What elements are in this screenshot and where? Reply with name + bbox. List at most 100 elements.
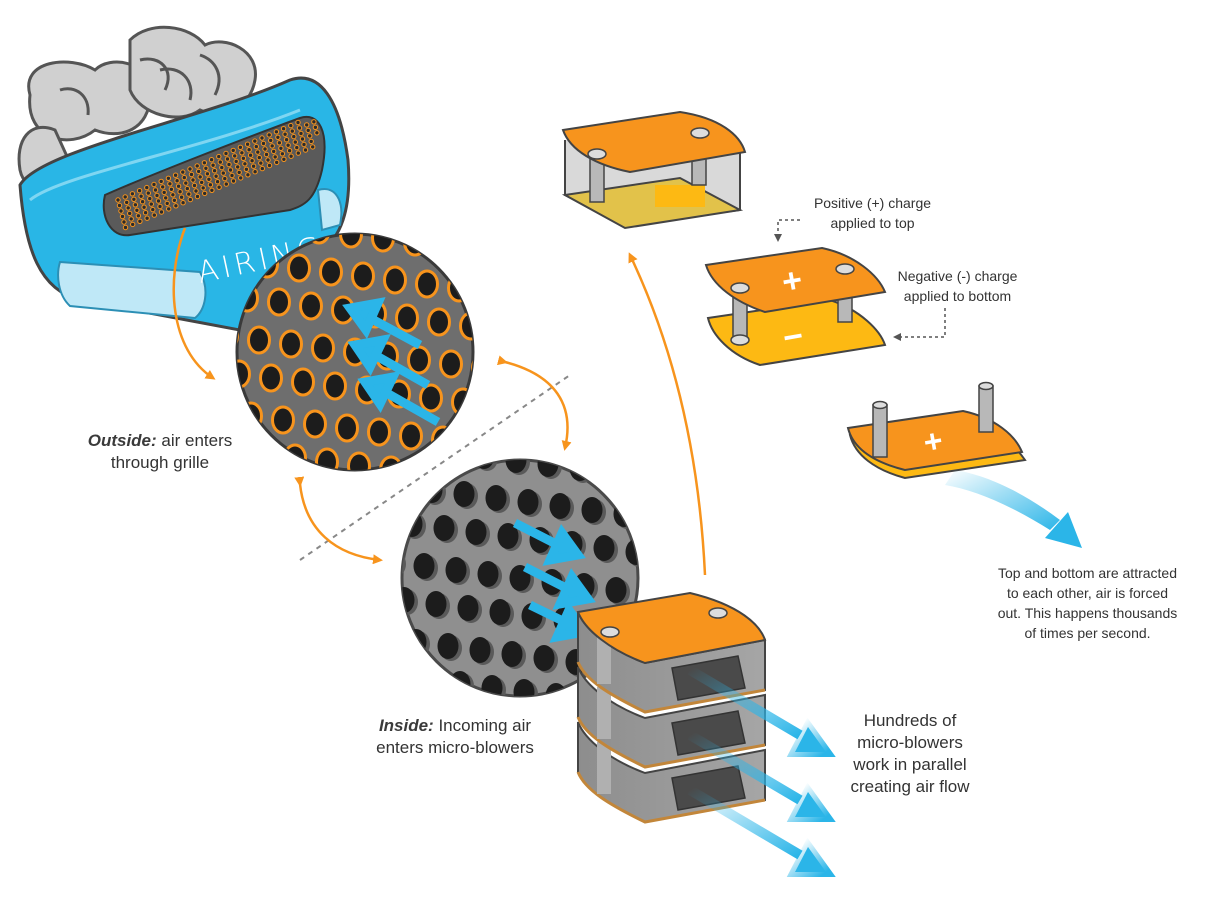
grille-hole — [485, 485, 507, 511]
grille-hole — [457, 595, 479, 621]
grille-hole — [167, 181, 173, 187]
side-vent — [57, 260, 207, 320]
grille-hole — [252, 169, 258, 175]
grille-hole — [220, 170, 227, 176]
grille-hole — [379, 455, 403, 470]
grille-hole — [467, 235, 473, 265]
grille-hole — [295, 150, 301, 156]
blower-module-open — [561, 110, 747, 230]
grille-hole — [163, 195, 169, 201]
grille-hole — [274, 159, 280, 166]
grille-hole — [513, 679, 535, 696]
result-label: Top and bottom are attracted to each oth… — [975, 563, 1200, 643]
grille-hole — [292, 139, 298, 145]
grille-hole — [299, 136, 306, 142]
grille-hole — [164, 200, 170, 207]
grille-hole — [280, 126, 287, 132]
grille-hole — [227, 167, 234, 173]
grille-hole — [282, 131, 288, 137]
grille-hole — [132, 202, 139, 208]
grille-hole — [314, 130, 320, 136]
grille-hole — [437, 633, 459, 659]
grille-hole — [216, 184, 222, 190]
blower-window — [671, 710, 746, 756]
grille-hole — [312, 124, 319, 131]
grille-hole — [161, 189, 167, 196]
grille-hole — [199, 179, 205, 186]
grille-hole — [501, 641, 523, 667]
air-arrows-outside — [342, 297, 441, 426]
grille-hole — [453, 481, 475, 507]
arrow-device-to-closeup — [172, 227, 216, 380]
grille-hole — [291, 133, 297, 140]
grille-hole — [145, 190, 152, 196]
grille-hole — [232, 153, 238, 159]
grille-hole — [249, 158, 255, 164]
positive-line2: applied to top — [830, 215, 915, 231]
grille-hole — [206, 176, 212, 183]
grille-hole — [209, 187, 215, 194]
grille-hole — [351, 261, 375, 291]
grille-hole — [207, 182, 214, 188]
module-open-top-plate — [561, 110, 747, 174]
grille-hole — [469, 637, 491, 663]
grille-hole — [238, 175, 244, 181]
grille-hole — [601, 460, 623, 485]
grille-hole — [160, 184, 166, 190]
grille-hole — [194, 193, 201, 200]
inside-label-line1: Incoming air — [433, 716, 532, 735]
grille-hole — [242, 161, 248, 167]
grille-hole — [263, 151, 270, 158]
outside-label-strong: Outside: — [87, 431, 157, 450]
grille-hole — [226, 161, 232, 168]
grille-hole — [214, 179, 221, 185]
grille-hole — [271, 148, 277, 155]
grille-hole — [310, 144, 316, 150]
grille-hole — [137, 218, 143, 225]
negative-charge-label: Negative (-) charge applied to bottom — [875, 266, 1040, 306]
grille-hole — [258, 160, 264, 166]
positive-charge-label: Positive (+) charge applied to top — [790, 193, 955, 233]
micro-blower-stack — [576, 591, 836, 877]
grille-hole — [118, 208, 124, 214]
grille-hole — [229, 172, 235, 179]
compressed-outflow-arrowhead — [1045, 512, 1082, 548]
grille-hole — [658, 543, 679, 569]
grille-hole — [303, 409, 327, 439]
outside-label-line2: through grille — [110, 453, 210, 472]
grille-hole — [219, 164, 225, 171]
negative-callout-arrow — [893, 308, 946, 341]
grille-hole — [151, 212, 158, 218]
grille-hole — [208, 157, 215, 163]
grille-hole — [287, 253, 311, 283]
grille-hole — [283, 137, 290, 143]
negative-line1: Negative (-) charge — [897, 268, 1018, 284]
grille-hole — [415, 269, 439, 299]
grille-hole — [158, 209, 165, 215]
blower-window — [671, 765, 746, 811]
grille-hole — [481, 279, 502, 305]
grille-hole — [272, 154, 278, 160]
grille-hole — [311, 119, 317, 125]
grille-hole — [269, 143, 275, 149]
grille-hole — [301, 141, 307, 148]
grille-hole — [296, 125, 303, 131]
grille-hole — [177, 189, 183, 195]
grille-hole — [144, 184, 150, 191]
grille-hole — [367, 417, 391, 447]
grille-hole — [203, 165, 209, 172]
grille-hole — [266, 132, 272, 138]
grille-hole — [180, 169, 186, 175]
grille-hole — [493, 317, 514, 343]
grille-hole — [413, 553, 435, 579]
grille-hole — [128, 216, 134, 222]
grille-hole — [142, 210, 149, 216]
result-line2: to each other, air is forced — [1006, 585, 1169, 601]
grille-hole — [136, 188, 143, 194]
grille-hole — [148, 201, 155, 207]
grille-hole — [339, 234, 363, 249]
grille-hole — [268, 137, 274, 144]
grille-hole — [247, 152, 254, 158]
grille-hole — [266, 162, 273, 169]
grille-hole — [256, 154, 262, 161]
